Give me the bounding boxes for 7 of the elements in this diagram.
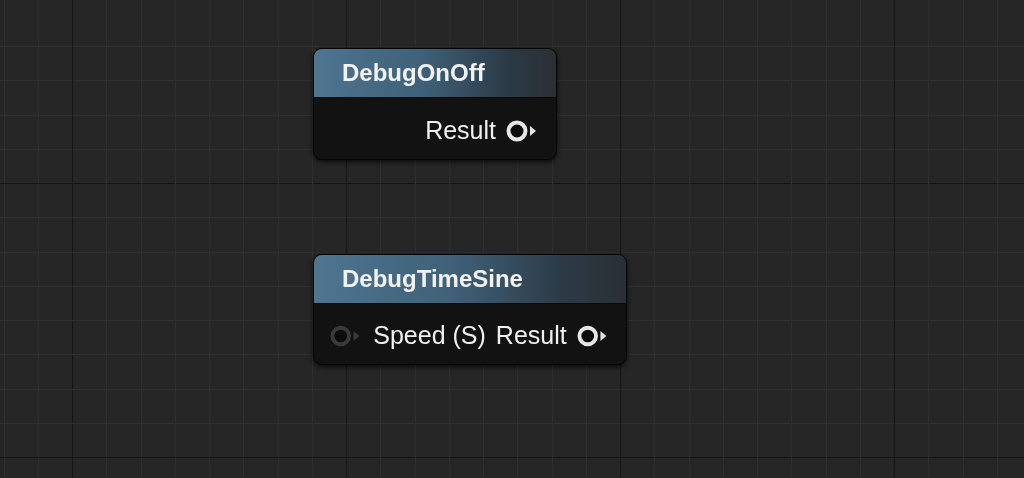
material-node <box>313 48 557 160</box>
pin-label: Speed (S) <box>373 322 486 350</box>
node-title: DebugTimeSine <box>314 255 626 304</box>
pin-label: Result <box>495 322 567 350</box>
node-title: DebugOnOff <box>314 49 556 98</box>
pin-label: Result <box>425 117 496 145</box>
material-node <box>313 254 627 365</box>
